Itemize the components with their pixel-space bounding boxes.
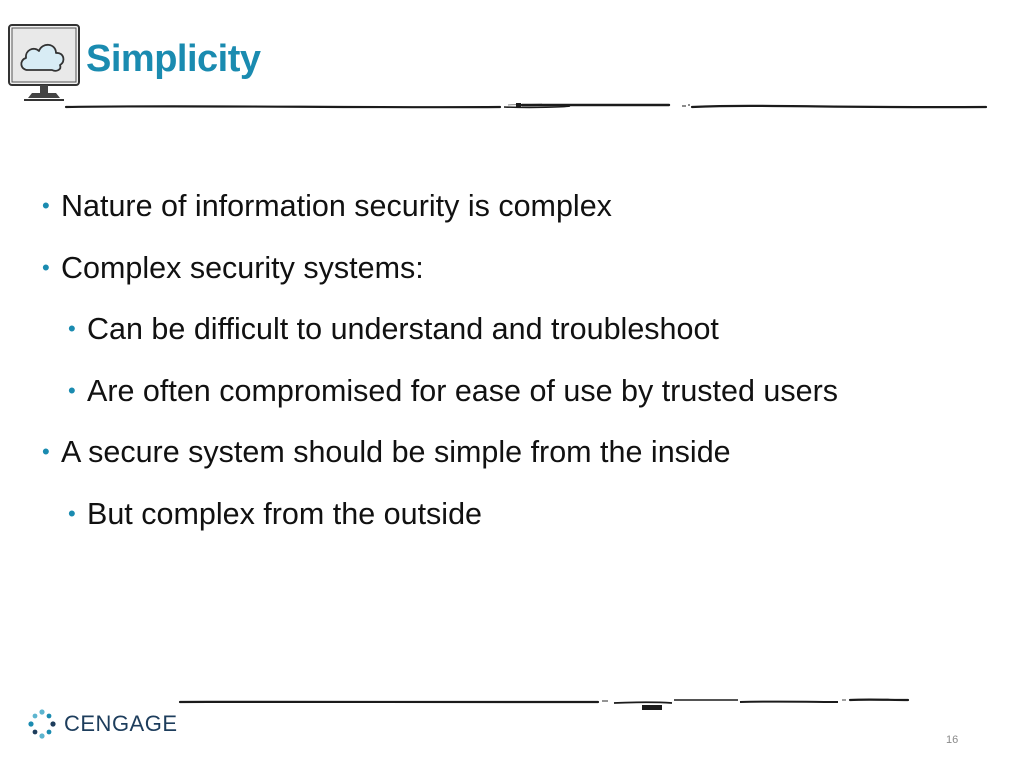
cengage-logo-icon	[28, 709, 56, 739]
bullet-text: Can be difficult to understand and troub…	[87, 312, 719, 346]
bullet-item: • A secure system should be simple from t…	[42, 432, 838, 494]
bullet-text: Complex security systems:	[61, 250, 424, 285]
sub-bullet-item: • But complex from the outside	[42, 494, 838, 556]
cengage-logo: CENGAGE	[26, 706, 178, 742]
page-number: 16	[946, 734, 959, 746]
bullet-dot: •	[42, 439, 50, 464]
sub-bullet-item: • Can be difficult to understand and trou…	[42, 309, 838, 371]
bullet-dot: •	[68, 500, 76, 526]
bullet-dot: •	[68, 377, 76, 403]
bullet-dot: •	[68, 316, 76, 341]
bullet-dot: •	[42, 193, 50, 218]
bullet-text: A secure system should be simple from th…	[61, 435, 731, 469]
logo-text: CENGAGE	[64, 711, 178, 736]
bullet-item: • Complex security systems:	[42, 248, 838, 310]
bullet-item: • Nature of information security is compl…	[42, 186, 838, 248]
bullet-list: • Nature of information security is compl…	[42, 186, 838, 555]
title-divider	[64, 103, 988, 109]
bullet-text: Nature of information security is comple…	[61, 189, 612, 223]
slide-title: Simplicity	[86, 38, 261, 80]
bullet-text: But complex from the outside	[87, 496, 482, 531]
monitor-cloud-icon	[8, 24, 80, 101]
sub-bullet-item: • Are often compromised for ease of use b…	[42, 371, 838, 433]
bullet-text: Are often compromised for ease of use by…	[87, 373, 839, 408]
bullet-dot: •	[42, 254, 50, 280]
footer-divider	[178, 698, 910, 710]
